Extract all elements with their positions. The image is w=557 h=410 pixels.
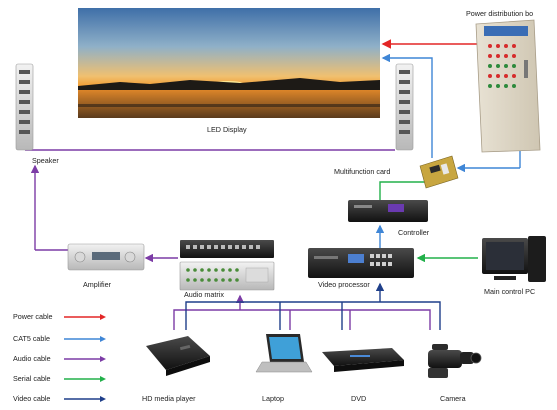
power-cabinet-label: Power distribution bo xyxy=(466,9,534,18)
legend-label: Video cable xyxy=(13,394,51,403)
camera-icon xyxy=(428,344,482,378)
legend-label: CAT5 cable xyxy=(13,334,51,343)
laptop-label: Laptop xyxy=(262,394,284,403)
video-processor-label: Video processor xyxy=(318,280,370,289)
speaker-label: Speaker xyxy=(32,156,59,165)
legend-arrowhead xyxy=(100,336,106,342)
legend-label: Power cable xyxy=(13,312,53,321)
legend-label: Serial cable xyxy=(13,374,51,383)
camera-label: Camera xyxy=(440,394,466,403)
audio-matrix-label: Audio matrix xyxy=(184,290,224,299)
multifunction-card-label: Multifunction card xyxy=(334,167,391,176)
media-player-icon xyxy=(146,336,210,376)
dvd-label: DVD xyxy=(351,394,367,403)
dvd-icon xyxy=(322,348,404,372)
speaker-icon xyxy=(15,63,34,151)
legend-arrowhead xyxy=(100,396,106,402)
legend-arrowhead xyxy=(100,314,106,320)
laptop-icon xyxy=(255,334,313,373)
led-screen-icon xyxy=(78,8,380,118)
cat5-cable-to-display xyxy=(381,53,433,158)
speaker-icon xyxy=(395,63,414,151)
power-cabinet-icon xyxy=(475,19,541,153)
amplifier-icon xyxy=(67,243,145,271)
led-display-label: LED Display xyxy=(207,125,247,134)
audio-matrix-icon xyxy=(179,240,275,291)
multifunction-card-icon xyxy=(419,155,459,189)
main-pc-label: Main control PC xyxy=(484,287,536,296)
legend-arrowhead xyxy=(100,356,106,362)
hd-player-label: HD media player xyxy=(142,394,196,403)
pc-icon xyxy=(482,236,546,282)
amplifier-label: Amplifier xyxy=(83,280,111,289)
legend-arrowhead xyxy=(100,376,106,382)
audio-bus xyxy=(173,309,431,330)
video-bus xyxy=(185,301,441,330)
legend-label: Audio cable xyxy=(13,354,51,363)
controller-label: Controller xyxy=(398,228,430,237)
video-processor-icon xyxy=(308,248,414,278)
controller-icon xyxy=(348,200,428,222)
